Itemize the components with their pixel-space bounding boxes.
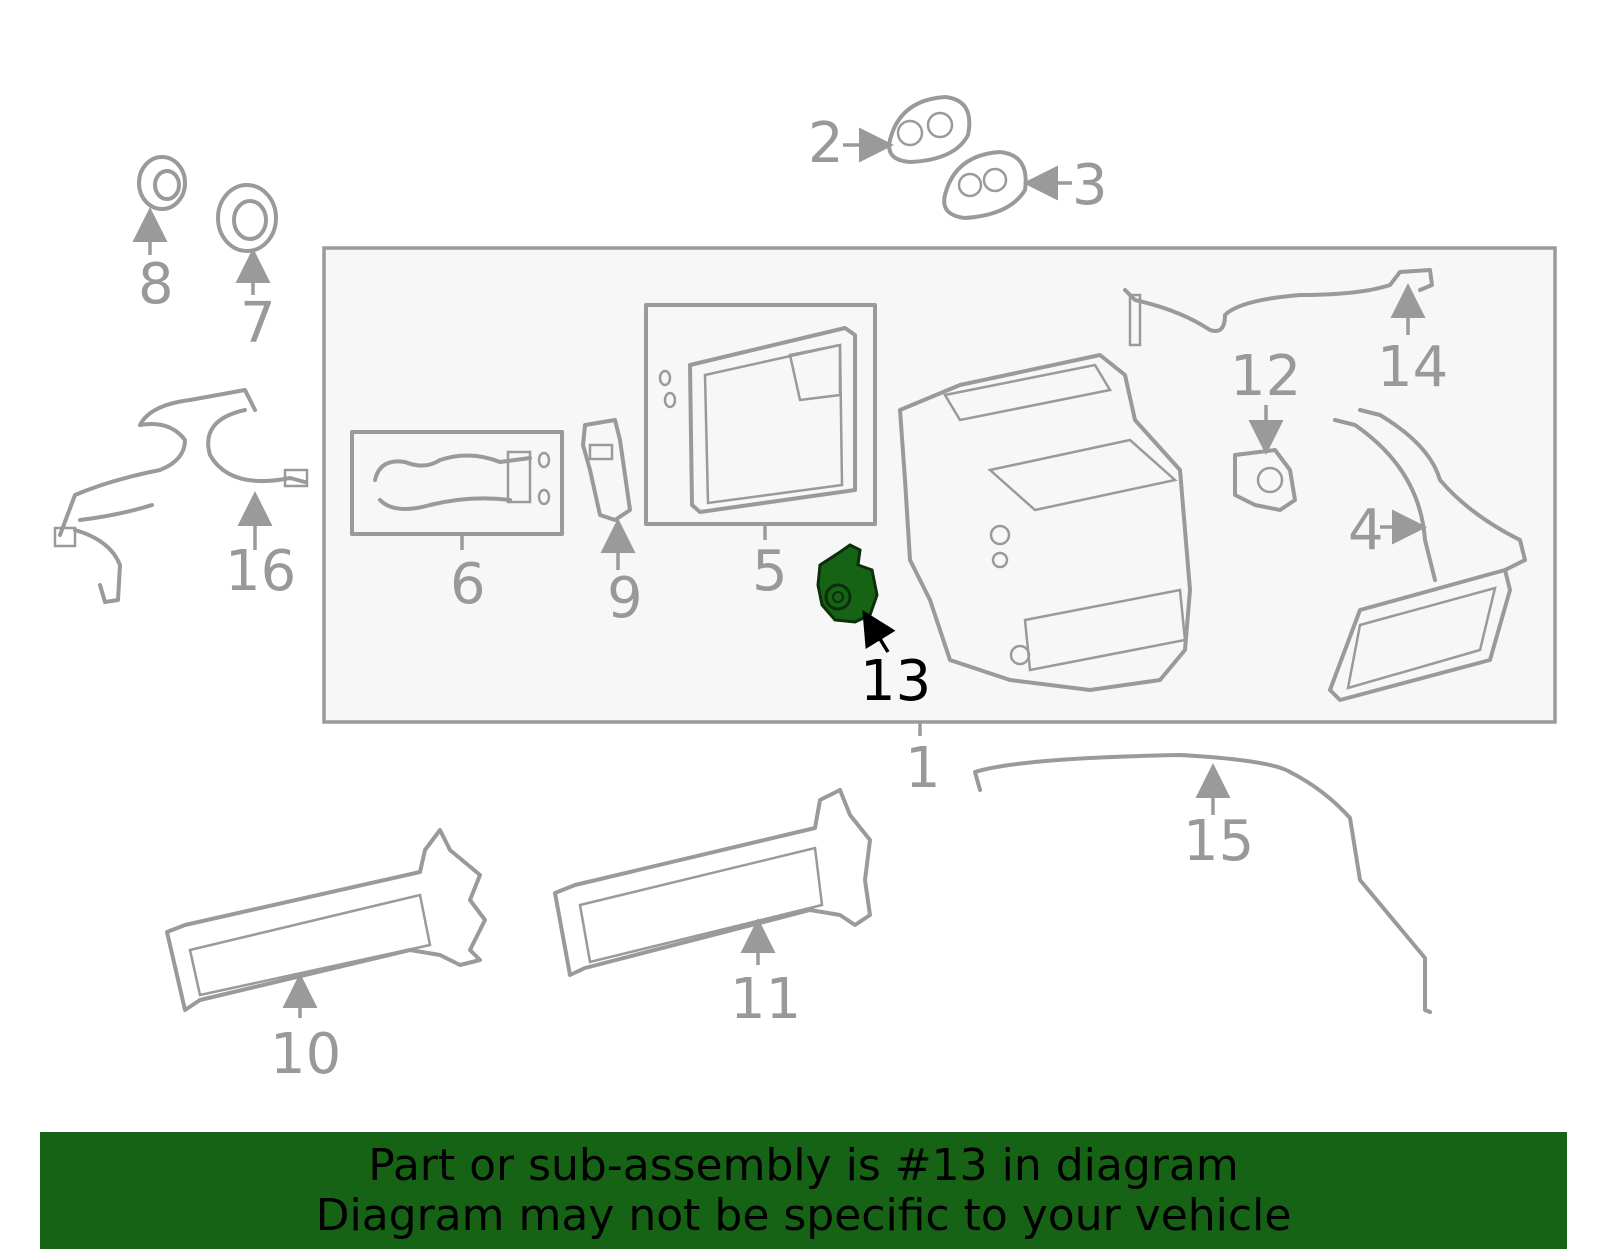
part-16-wire-harness[interactable] [53, 388, 309, 604]
part-1-hvac-case[interactable] [898, 353, 1192, 736]
callout-11: 11 [730, 967, 801, 1032]
part-9-valve[interactable] [581, 418, 636, 570]
part-5-evaporator[interactable] [644, 303, 877, 540]
part-13-servo-motor[interactable] [816, 543, 896, 653]
callout-15: 15 [1183, 809, 1254, 874]
part-4-heater-core[interactable] [1328, 408, 1527, 702]
callout-4: 4 [1348, 498, 1384, 563]
part-3-plate[interactable] [942, 150, 1072, 220]
part-14-tube[interactable] [1123, 268, 1434, 347]
part-11-radiator[interactable] [553, 788, 872, 977]
banner-line-2: Diagram may not be specific to your vehi… [315, 1190, 1292, 1241]
callout-14: 14 [1377, 335, 1448, 400]
part-12-servo[interactable] [1233, 405, 1297, 512]
callout-12: 12 [1230, 344, 1301, 409]
part-15-tube[interactable] [973, 753, 1432, 1014]
callout-6: 6 [450, 552, 486, 617]
info-banner: Part or sub-assembly is #13 in diagram D… [40, 1132, 1567, 1249]
callout-8: 8 [138, 252, 174, 317]
callout-10: 10 [270, 1022, 341, 1087]
callout-13: 13 [860, 649, 931, 714]
callout-1: 1 [905, 736, 941, 801]
part-2-plate[interactable] [843, 95, 972, 164]
callout-5: 5 [752, 539, 788, 604]
callout-16: 16 [225, 539, 296, 604]
callout-9: 9 [607, 566, 643, 631]
callout-7: 7 [240, 291, 276, 356]
part-10-duct[interactable] [165, 828, 487, 1018]
callout-3: 3 [1072, 153, 1108, 218]
part-6-pipe-set[interactable] [350, 430, 564, 550]
part-8-grommet[interactable] [132, 155, 187, 255]
callout-2: 2 [808, 111, 844, 176]
banner-line-1: Part or sub-assembly is #13 in diagram [368, 1140, 1239, 1191]
part-7-seal[interactable] [216, 183, 278, 295]
